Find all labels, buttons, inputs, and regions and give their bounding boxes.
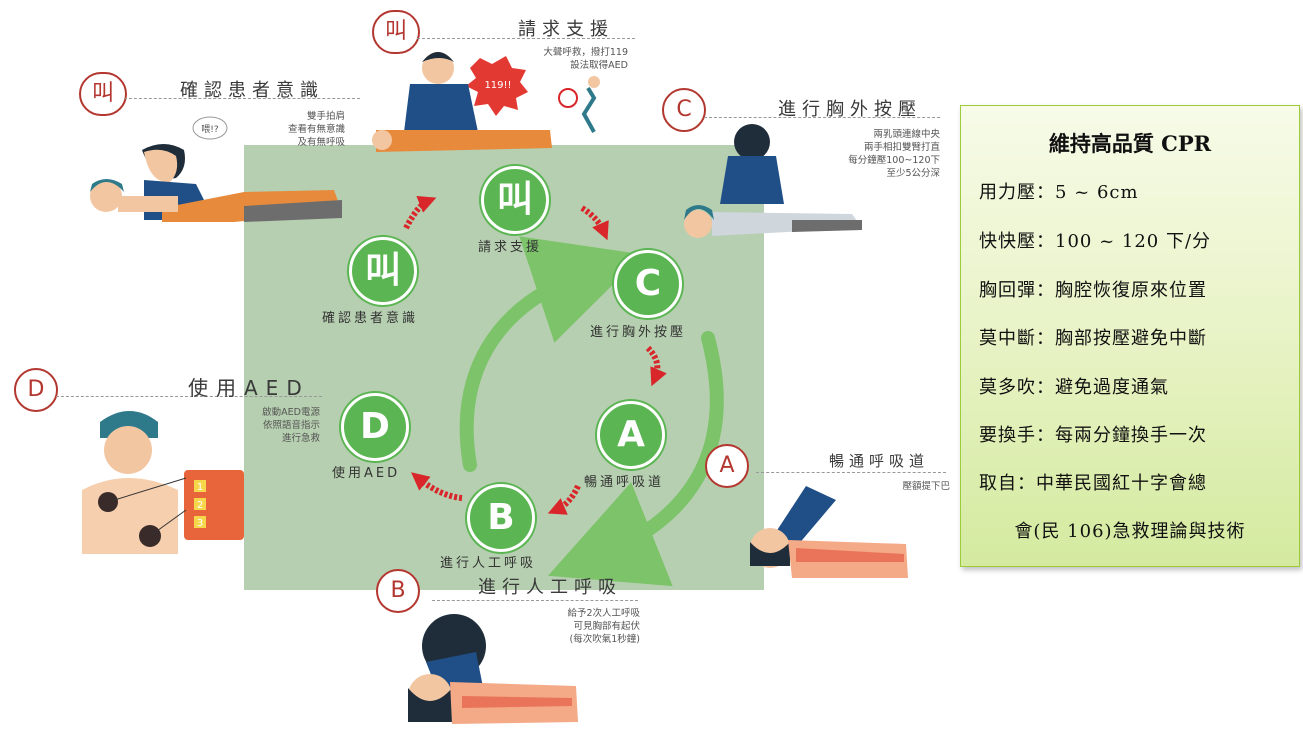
big-arrow-right [548, 331, 724, 587]
step-b-title: 進行人工呼吸 [478, 577, 622, 598]
cpr-quality-line-4: 莫中斷：胸部按壓避免中斷 [979, 328, 1207, 349]
cycle-c-label: 進行胸外按壓 [590, 325, 687, 340]
rescue-breathing-illustration [408, 614, 578, 724]
step-check-divider [124, 98, 360, 99]
cpr-quality-line-2: 快快壓：100 ~ 120 下/分 [979, 231, 1212, 252]
cpr-quality-source-1: 取自：中華民國紅十字會總 [979, 473, 1207, 494]
cpr-quality-line-6: 要換手：每兩分鐘換手一次 [979, 425, 1207, 446]
step-b-desc: 給予2次人工呼吸可見胸部有起伏(每次吹氣1秒鐘) [567, 608, 640, 645]
step-a-desc: 壓額提下巴 [902, 481, 950, 492]
step-d-badge: D [14, 368, 58, 412]
cpr-quality-line-1: 用力壓：5 ~ 6cm [979, 182, 1139, 203]
step-c-badge: C [662, 88, 706, 132]
step-a-divider [756, 472, 946, 473]
step-c-title: 進行胸外按壓 [778, 99, 922, 120]
check-consciousness-illustration: 喂!? [90, 116, 342, 222]
aed-button-2-label: 2 [197, 500, 203, 511]
step-d-divider [56, 396, 322, 397]
cpr-quality-line-5: 莫多吹：避免過度通氣 [979, 377, 1169, 398]
step-b-badge: B [376, 569, 420, 613]
cycle-d-badge: D [341, 393, 409, 461]
shout-bubble-text: 119!! [484, 80, 511, 91]
cycle-c-badge: C [614, 250, 682, 318]
step-c-desc: 兩乳頭連線中央兩手相扣雙臂打直每分鐘壓100~120下至少5公分深 [848, 129, 940, 179]
red-arrow-4 [547, 484, 581, 515]
red-arrow-1 [403, 195, 437, 230]
step-a-badge: A [705, 444, 749, 488]
step-check-title: 確認患者意識 [180, 80, 324, 101]
step-a-title: 暢通呼吸道 [829, 452, 930, 470]
cycle-a-badge: A [597, 401, 665, 469]
cycle-check-badge: 叫 [349, 237, 417, 305]
big-arrow-left [459, 236, 644, 472]
step-check-desc: 雙手拍肩查看有無意識及有無呼吸 [287, 111, 345, 148]
step-call-badge: 叫 [372, 10, 420, 54]
aed-illustration: 1 2 3 [82, 411, 244, 554]
step-d-desc: 啟動AED電源依照語音指示進行急救 [262, 407, 320, 444]
open-airway-illustration [750, 486, 908, 578]
step-call-divider [417, 38, 635, 39]
cpr-quality-source-2: 會(民 106)急救理論與技術 [1014, 521, 1246, 542]
cycle-b-badge: B [467, 484, 535, 552]
step-c-divider [704, 117, 940, 118]
step-d-title: 使用AED [188, 376, 310, 400]
shout-bubble [466, 56, 528, 116]
aed-device [184, 470, 244, 540]
step-b-divider [432, 600, 638, 601]
cycle-call-label: 請求支援 [478, 240, 543, 255]
cpr-quality-title: 維持高品質 CPR [1048, 131, 1212, 156]
cycle-call-badge: 叫 [481, 166, 549, 234]
cycle-a-label: 暢通呼吸道 [584, 475, 665, 490]
cycle-d-label: 使用AED [332, 466, 401, 481]
cycle-b-label: 進行人工呼吸 [440, 556, 537, 571]
cycle-check-label: 確認患者意識 [322, 311, 419, 326]
chest-compression-illustration [684, 124, 862, 238]
red-arrow-3 [645, 345, 667, 387]
step-call-title: 請求支援 [518, 19, 614, 40]
cpr-quality-line-3: 胸回彈：胸腔恢復原來位置 [979, 280, 1207, 301]
call-for-help-illustration: 119!! [372, 52, 600, 152]
aed-button-3-label: 3 [197, 518, 203, 529]
aed-button-1-label: 1 [197, 482, 203, 493]
step-check-badge: 叫 [79, 72, 127, 116]
red-arrow-2 [580, 205, 609, 241]
cpr-quality-box: 維持高品質 CPR 用力壓：5 ~ 6cm 快快壓：100 ~ 120 下/分 … [960, 105, 1300, 567]
speech-bubble-text: 喂!? [201, 124, 219, 135]
red-arrow-5 [411, 472, 463, 501]
